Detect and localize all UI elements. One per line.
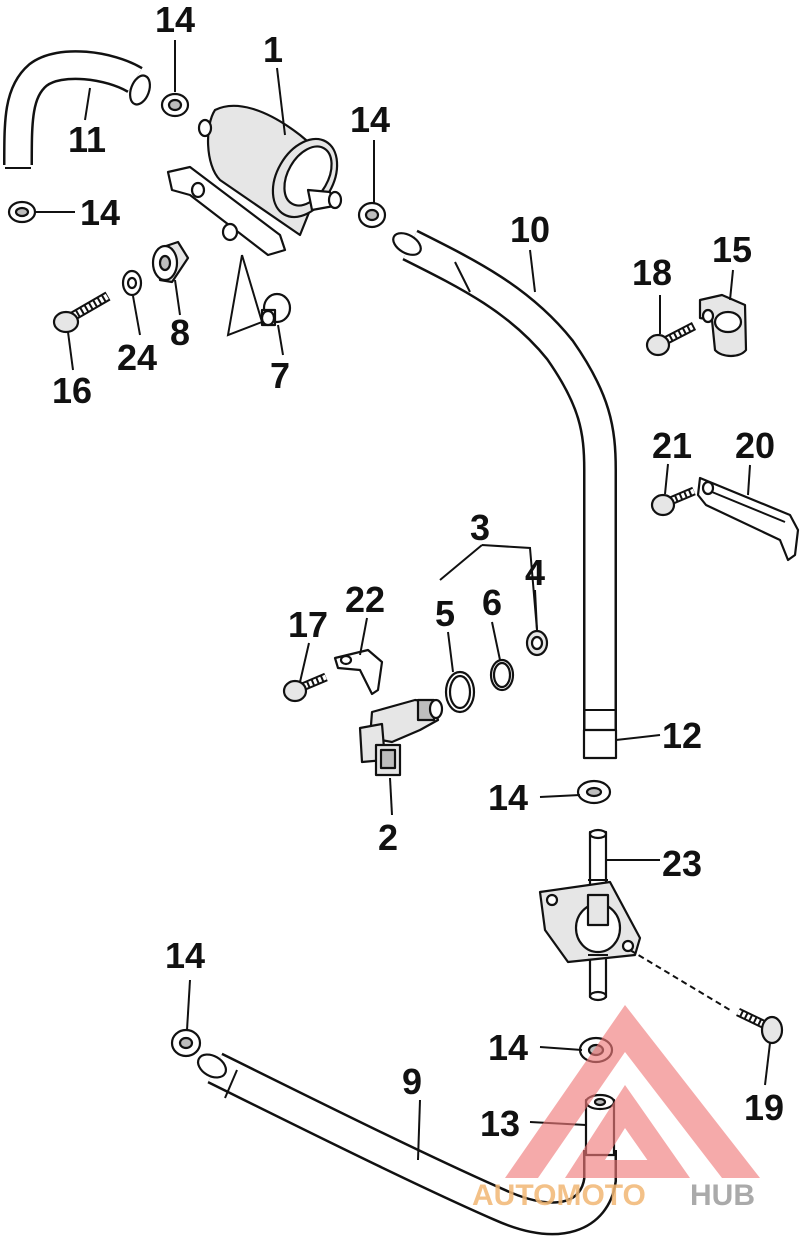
bracket-20 xyxy=(696,476,800,562)
fuel-filter-1 xyxy=(166,104,343,257)
o-ring-6 xyxy=(489,658,515,692)
leader-lines xyxy=(35,40,771,1161)
callout-21: 21 xyxy=(652,425,692,466)
bolt-16 xyxy=(52,291,111,334)
callout-labels: 14 1 11 14 14 10 15 18 8 24 16 7 20 21 3… xyxy=(52,0,784,1144)
callout-1: 1 xyxy=(263,29,283,70)
clamp-14-d xyxy=(576,779,612,805)
washer-24 xyxy=(121,269,143,297)
hose-11 xyxy=(3,50,151,169)
fitting-23 xyxy=(538,828,642,1002)
callout-7: 7 xyxy=(270,355,290,396)
callout-20: 20 xyxy=(735,425,775,466)
callout-3: 3 xyxy=(470,507,490,548)
clamp-14-c xyxy=(357,201,387,229)
seal-4 xyxy=(525,629,549,657)
bolt-21 xyxy=(650,486,696,517)
callout-11: 11 xyxy=(68,119,106,160)
hose-9 xyxy=(196,1052,617,1236)
callout-15: 15 xyxy=(712,229,752,270)
injector-2 xyxy=(358,698,444,777)
clamp-14-b xyxy=(7,200,37,224)
callout-9: 9 xyxy=(402,1061,422,1102)
clamp-14-e xyxy=(170,1028,202,1058)
collar-7 xyxy=(260,292,292,327)
callout-14: 14 xyxy=(155,0,195,40)
callout-24: 24 xyxy=(117,337,157,378)
callout-5: 5 xyxy=(435,593,455,634)
hose-10 xyxy=(392,229,618,760)
grommet-8 xyxy=(151,240,190,284)
callout-14: 14 xyxy=(488,1027,528,1068)
plate-22 xyxy=(333,648,384,696)
callout-19: 19 xyxy=(744,1087,784,1128)
o-ring-5 xyxy=(444,670,476,714)
bolt-17 xyxy=(282,672,328,703)
callout-16: 16 xyxy=(52,370,92,411)
callout-4: 4 xyxy=(525,552,545,593)
bolt-18 xyxy=(645,322,697,357)
watermark-brand-part-2: HUB xyxy=(690,1179,755,1212)
callout-2: 2 xyxy=(378,817,398,858)
clip-15 xyxy=(698,293,748,358)
callout-6: 6 xyxy=(482,582,502,623)
callout-14: 14 xyxy=(165,935,205,976)
callout-10: 10 xyxy=(510,209,550,250)
watermark-logo-icon xyxy=(505,1005,760,1178)
leader-7-8 xyxy=(226,254,263,337)
callout-17: 17 xyxy=(288,604,328,645)
callout-14: 14 xyxy=(488,777,528,818)
clamp-14-a xyxy=(160,92,190,118)
leader-bolt-19 xyxy=(629,949,731,1011)
callout-23: 23 xyxy=(662,843,702,884)
callout-14: 14 xyxy=(80,192,120,233)
callout-14: 14 xyxy=(350,99,390,140)
callout-8: 8 xyxy=(170,312,190,353)
watermark-brand-part-1: AUTOMOTO xyxy=(472,1179,646,1212)
watermark: AUTOMOTO HUB xyxy=(472,1005,760,1212)
callout-22: 22 xyxy=(345,579,385,620)
bolt-19 xyxy=(736,1007,784,1045)
callout-12: 12 xyxy=(662,715,702,756)
callout-13: 13 xyxy=(480,1103,520,1144)
callout-18: 18 xyxy=(632,252,672,293)
